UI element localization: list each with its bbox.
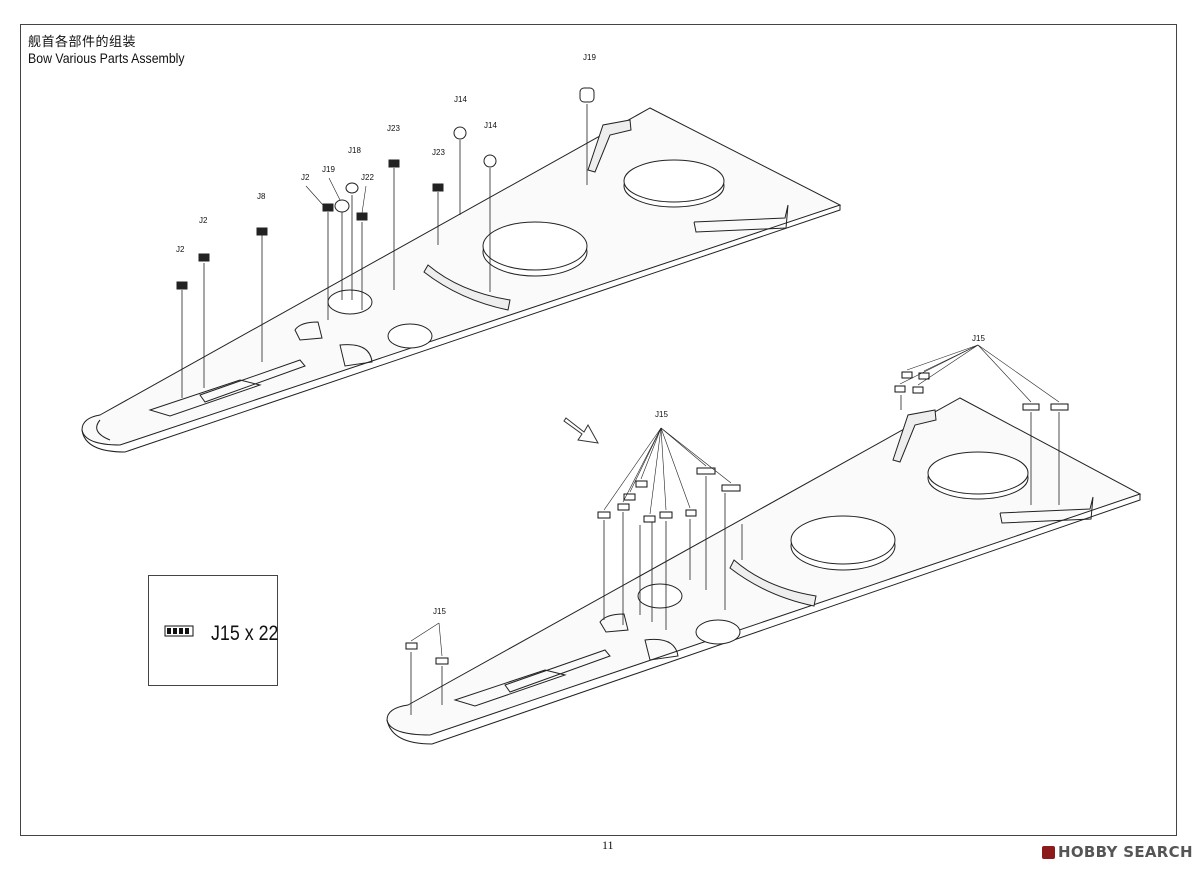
label-j2-3: J2: [301, 173, 310, 182]
label-j14-1: J14: [454, 95, 467, 104]
label-j19-1: J19: [322, 165, 335, 174]
label-j8: J8: [257, 192, 266, 201]
hobby-search-logo-icon: [1042, 845, 1055, 859]
top-leaders: [305, 177, 367, 214]
label-j2-2: J2: [199, 216, 208, 225]
label-j22: J22: [361, 173, 374, 182]
label-j14-2: J14: [484, 121, 497, 130]
bow-hull-top: [81, 107, 842, 453]
watermark-text: HOBBY SEARCH: [1058, 843, 1193, 861]
legend-quantity-text: J15 x 22: [211, 622, 279, 645]
step-title-english: Bow Various Parts Assembly: [28, 50, 185, 66]
step-title-chinese: 舰首各部件的组装: [28, 34, 137, 49]
j15-part-icon: [164, 625, 194, 637]
parts-legend-box: J15 x 22: [148, 575, 278, 686]
label-j18: J18: [348, 146, 361, 155]
watermark: HOBBY SEARCH: [1042, 843, 1193, 861]
label-j15-left: J15: [433, 607, 446, 616]
page-number: 11: [602, 838, 614, 852]
bottom-guide-lines: [410, 395, 1060, 715]
label-j23-1: J23: [387, 124, 400, 133]
label-j23-2: J23: [432, 148, 445, 157]
label-j15-right: J15: [972, 334, 985, 343]
instruction-sheet-border: [20, 24, 1177, 836]
label-j19-2: J19: [583, 53, 596, 62]
bottom-j15-parts: [405, 371, 1069, 665]
step-arrow: [563, 417, 599, 444]
bottom-leaders: [410, 344, 1060, 657]
label-j15-center: J15: [655, 410, 668, 419]
top-guide-lines: [181, 104, 588, 398]
label-j2-1: J2: [176, 245, 185, 254]
part-labels: J2 J2 J8 J2 J19 J18 J22 J23 J23 J14 J14 …: [176, 53, 985, 616]
top-round-parts: [334, 87, 595, 213]
bow-hull-bottom: [386, 397, 1142, 745]
